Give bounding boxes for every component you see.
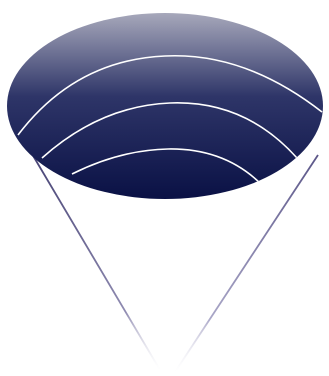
cone-top-ellipse: [7, 13, 323, 199]
